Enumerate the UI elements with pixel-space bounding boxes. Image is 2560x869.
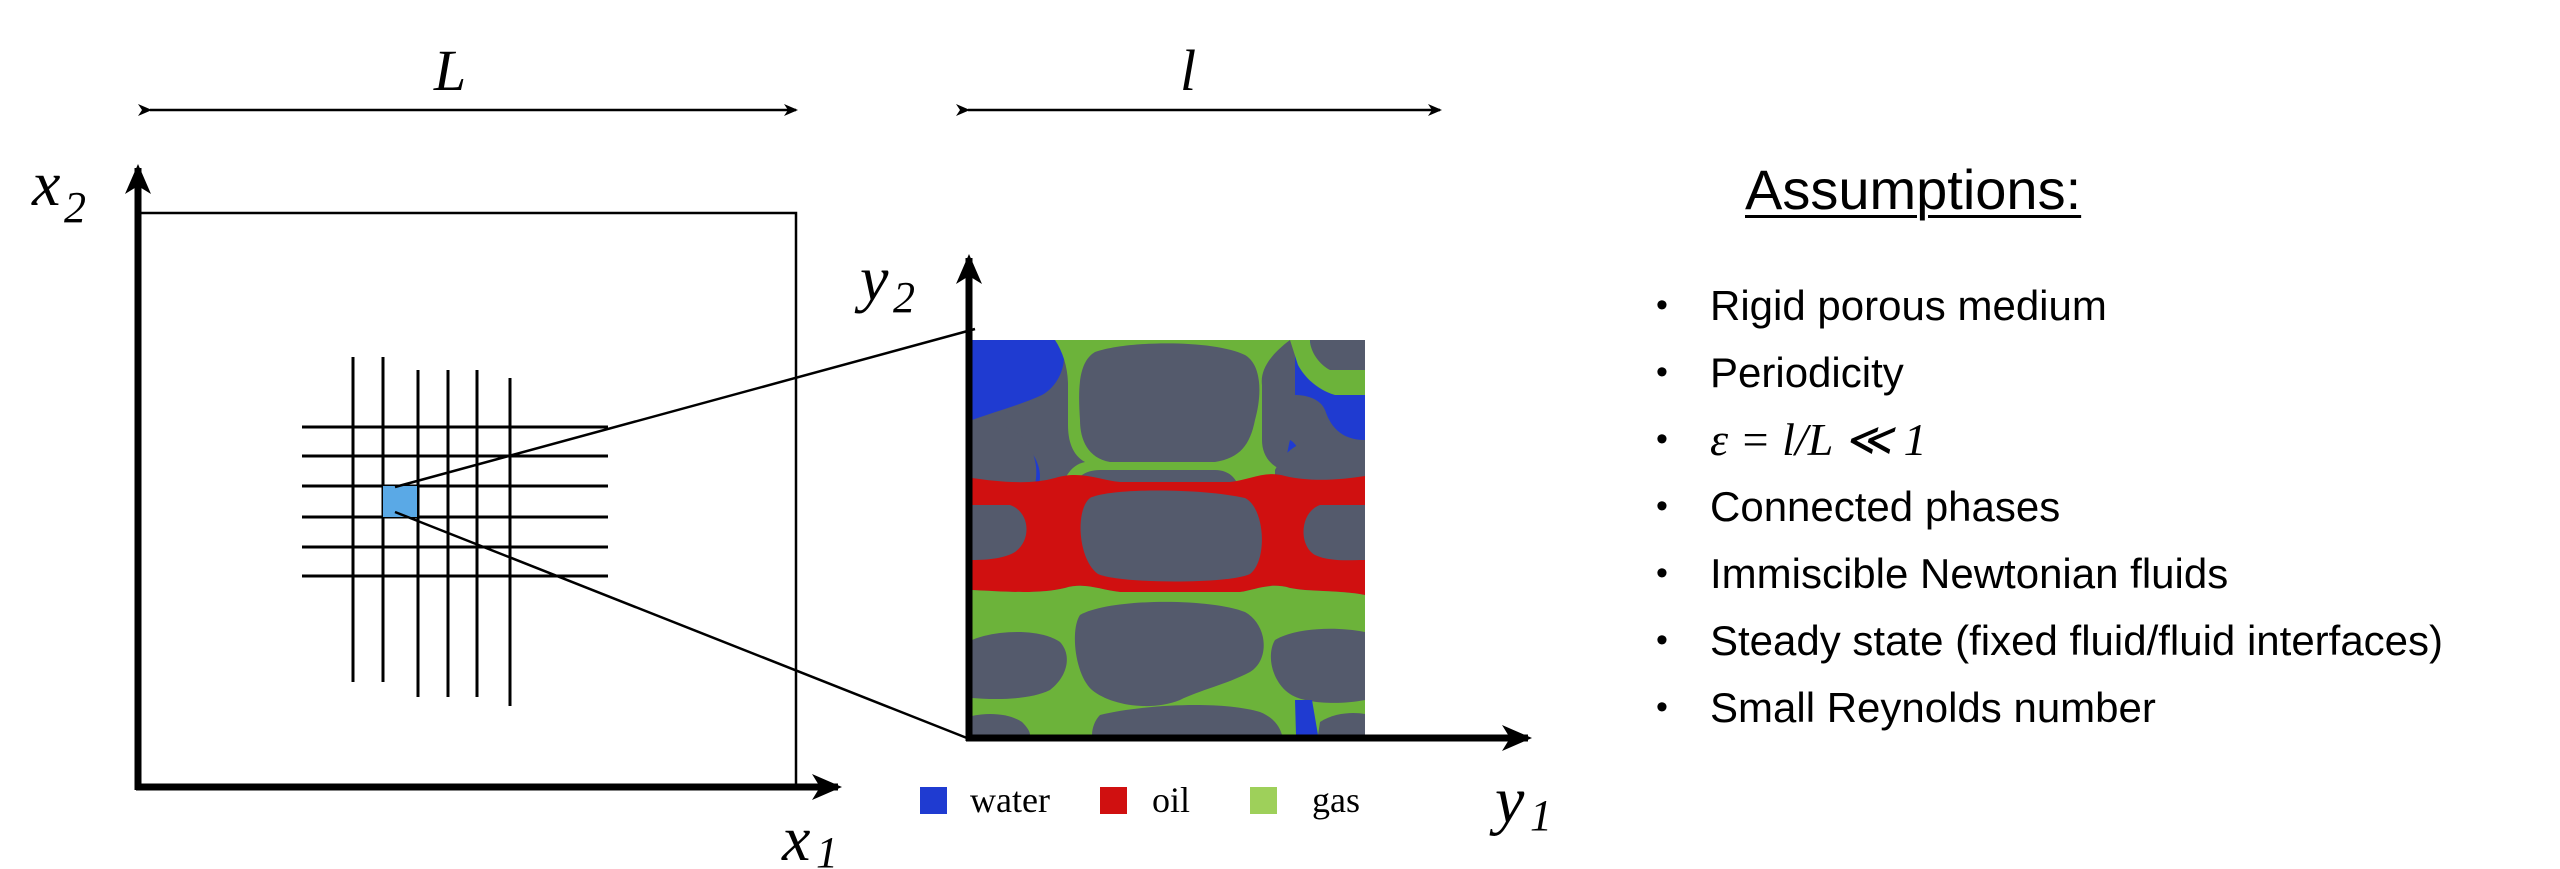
legend-item-water: water [920,780,1050,820]
svg-text:water: water [970,780,1050,820]
assumptions-list: • Rigid porous medium • Periodicity • ε … [1650,272,2550,741]
micro-axes [956,254,1532,751]
macro-domain-box [136,211,798,787]
bullet-icon: • [1656,554,1668,592]
assumption-text: Periodicity [1710,349,1904,396]
zoom-lines [394,327,976,742]
svg-text:oil: oil [1152,780,1190,820]
assumption-text: Connected phases [1710,483,2061,530]
grains-middle [972,490,1365,582]
representative-cell-highlight [383,486,417,517]
assumption-text: Steady state (fixed fluid/fluid interfac… [1710,617,2444,664]
micro-x-axis-label: y 1 [1489,764,1552,840]
svg-text:y: y [854,243,889,314]
water-phase-bottom [1295,700,1318,735]
micro-length-label: l [1180,38,1196,103]
assumption-text: Rigid porous medium [1710,282,2107,329]
macro-length-label: L [433,38,466,103]
macro-grid [302,357,608,706]
svg-text:1: 1 [1530,791,1552,840]
bullet-icon: • [1656,420,1668,458]
bullet-icon: • [1656,621,1668,659]
assumption-text: Small Reynolds number [1710,684,2156,731]
bullet-icon: • [1656,286,1668,324]
legend-swatch-water [920,787,947,814]
assumptions-title: Assumptions: [1745,158,2082,221]
bullet-icon: • [1656,688,1668,726]
svg-text:x: x [781,803,810,869]
assumption-item: • Rigid porous medium [1650,272,2550,339]
svg-text:1: 1 [816,828,838,869]
phase-legend: water oil gas [920,780,1360,820]
svg-text:x: x [31,148,60,219]
assumption-item: • Connected phases [1650,473,2550,540]
assumption-item: • Periodicity [1650,339,2550,406]
assumption-formula: ε = l/L ≪ 1 [1710,414,1927,465]
macro-length-dimension: L [138,38,798,116]
micro-y-axis-label: y 2 [854,243,915,322]
legend-swatch-oil [1100,787,1127,814]
macro-y-axis-label: x 2 [31,148,86,232]
assumption-item: • Immiscible Newtonian fluids [1650,540,2550,607]
assumption-item: • Small Reynolds number [1650,674,2550,741]
svg-text:2: 2 [64,183,86,232]
legend-item-oil: oil [1100,780,1190,820]
micro-length-dimension: l [956,38,1442,116]
assumption-text: Immiscible Newtonian fluids [1710,550,2229,597]
pore-scale-image [972,340,1365,735]
svg-text:gas: gas [1312,780,1360,820]
bullet-icon: • [1656,487,1668,525]
grains-bottom [972,601,1365,735]
legend-swatch-gas [1250,787,1277,814]
legend-item-gas: gas [1250,780,1360,820]
assumption-item: • ε = l/L ≪ 1 [1650,406,2550,473]
bullet-icon: • [1656,353,1668,391]
svg-text:y: y [1489,764,1525,837]
macro-x-axis-label: x 1 [781,803,838,869]
assumption-item: • Steady state (fixed fluid/fluid interf… [1650,607,2550,674]
svg-text:2: 2 [893,273,915,322]
macro-domain [125,164,842,800]
assumptions-panel: Assumptions: • Rigid porous medium • Per… [1650,150,2550,741]
